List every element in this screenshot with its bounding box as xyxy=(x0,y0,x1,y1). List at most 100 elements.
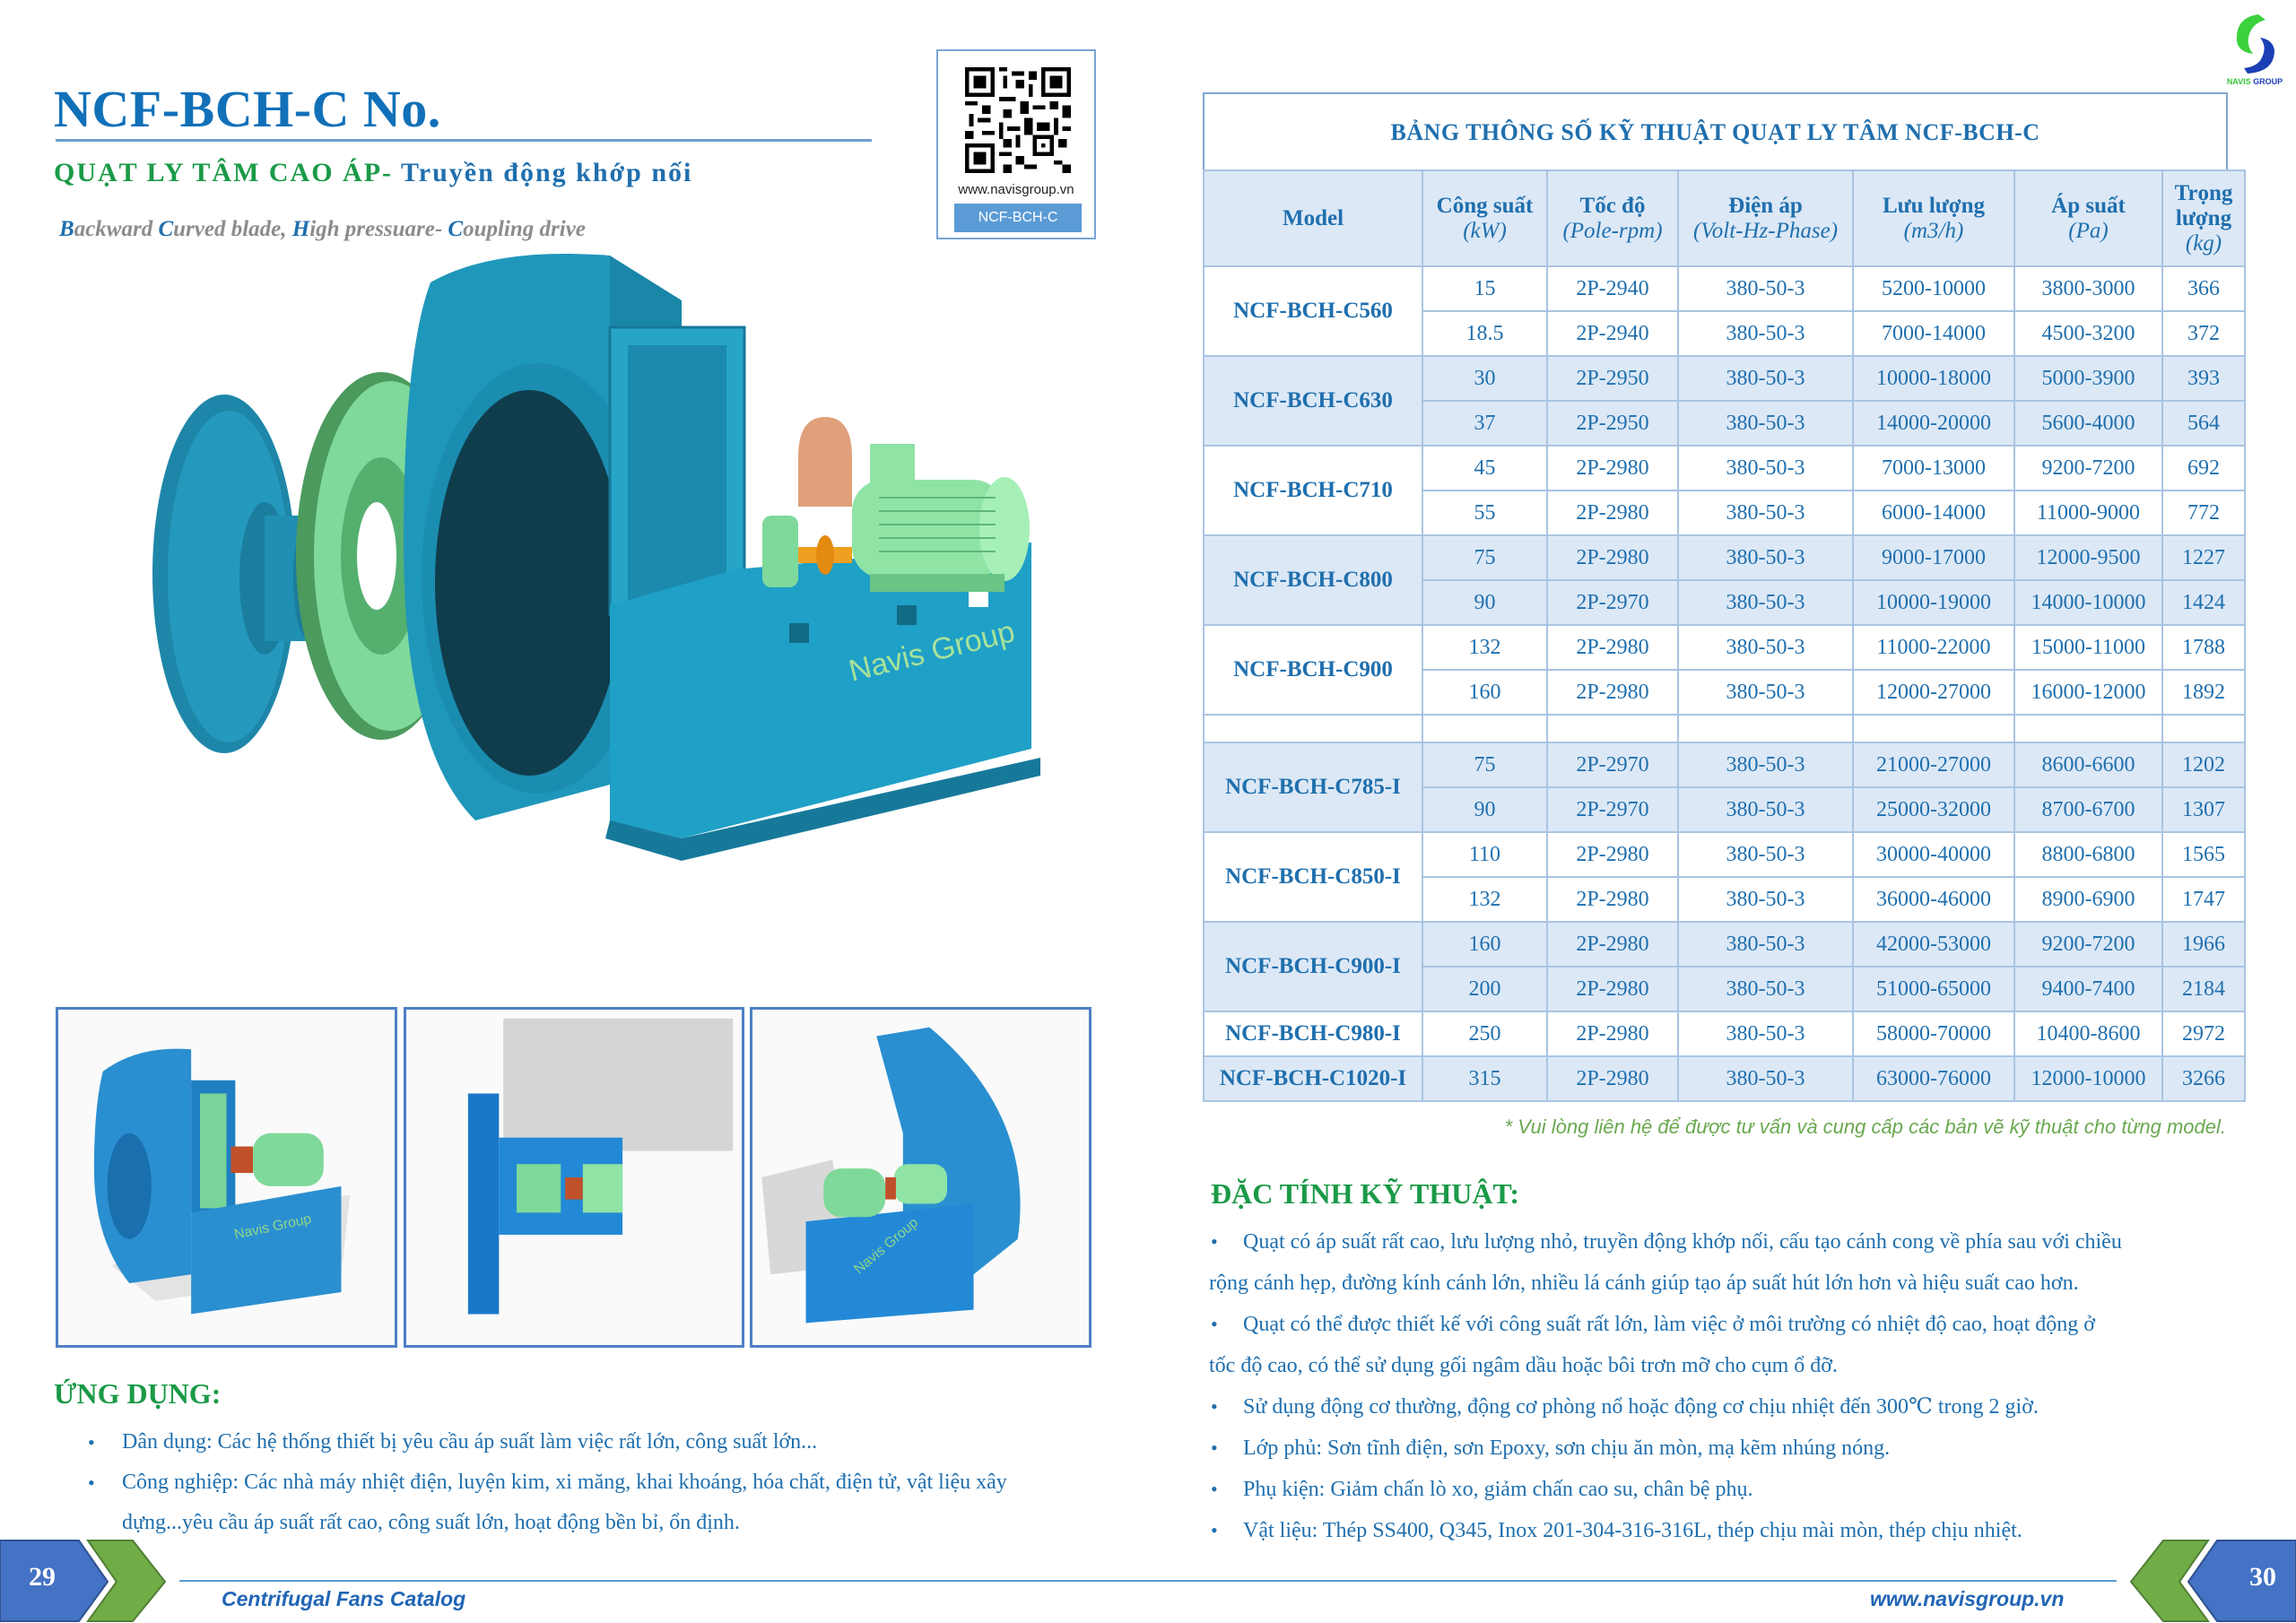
table-cell: 8900-6900 xyxy=(2013,876,2163,923)
table-cell: 90 xyxy=(1422,579,1548,626)
table-cell: 2P-2940 xyxy=(1546,310,1679,357)
en-subtitle-part: igh pressuare- xyxy=(309,217,448,241)
table-cell: 380-50-3 xyxy=(1677,265,1854,312)
table-cell: 5200-10000 xyxy=(1852,265,2015,312)
table-cell: 2P-2980 xyxy=(1546,876,1679,923)
table-cell: 1892 xyxy=(2161,669,2246,716)
page-chevron-left-icon xyxy=(2129,1540,2296,1622)
table-cell: 9200-7200 xyxy=(2013,921,2163,968)
table-cell: 2P-2980 xyxy=(1546,445,1679,491)
table-cell: 380-50-3 xyxy=(1677,966,1854,1012)
table-cell: 2184 xyxy=(2161,966,2246,1012)
product-subtitle: QUẠT LY TÂM CAO ÁP- Truyền động khớp nối xyxy=(54,158,692,188)
table-cell: 1424 xyxy=(2161,579,2246,626)
list-item: •Dân dụng: Các hệ thống thiết bị yêu cầu… xyxy=(88,1422,1091,1462)
table-cell: 393 xyxy=(2161,355,2246,402)
page-number-text: 29 xyxy=(29,1562,56,1592)
table-cell: 160 xyxy=(1422,669,1548,716)
list-item: •Lớp phủ: Sơn tĩnh điện, sơn Epoxy, sơn … xyxy=(1211,1428,2239,1469)
qr-card[interactable]: www.navisgroup.vn NCF-BCH-C xyxy=(936,49,1096,239)
spec-table-title-box: BẢNG THÔNG SỐ KỸ THUẬT QUẠT LY TÂM NCF-B… xyxy=(1203,92,2228,171)
table-cell: 372 xyxy=(2161,310,2246,357)
fan-back-view-icon: Navis Group xyxy=(761,1027,1021,1324)
qr-code-icon[interactable] xyxy=(965,67,1071,173)
table-cell: 564 xyxy=(2161,400,2246,447)
navis-group-logo[interactable]: NAVIS GROUP xyxy=(2222,9,2287,90)
table-cell: 3800-3000 xyxy=(2013,265,2163,312)
table-cell: 42000-53000 xyxy=(1852,921,2015,968)
applications-list: •Dân dụng: Các hệ thống thiết bị yêu cầu… xyxy=(88,1422,1091,1543)
feature-text: Sử dụng động cơ thường, động cơ phòng nổ… xyxy=(1243,1395,2039,1419)
thumbnail-front-view[interactable]: Navis Group xyxy=(56,1007,397,1348)
table-cell: 11000-22000 xyxy=(1852,624,2015,671)
table-cell: 380-50-3 xyxy=(1677,579,1854,626)
page-number-right: 30 xyxy=(2126,1535,2296,1623)
list-item: •Công nghiệp: Các nhà máy nhiệt điện, lu… xyxy=(88,1462,1091,1543)
table-cell: 63000-76000 xyxy=(1852,1055,2015,1102)
spec-table-title: BẢNG THÔNG SỐ KỸ THUẬT QUẠT LY TÂM NCF-B… xyxy=(1390,119,2040,145)
feature-text: Phụ kiện: Giảm chấn lò xo, giảm chấn cao… xyxy=(1243,1478,1753,1501)
table-cell: 36000-46000 xyxy=(1852,876,2015,923)
table-cell: 11000-9000 xyxy=(2013,490,2163,536)
table-cell: 55 xyxy=(1422,490,1548,536)
table-cell: 2P-2980 xyxy=(1546,534,1679,581)
model-cell: NCF-BCH-C630 xyxy=(1203,355,1423,447)
thumbnail-back-view[interactable]: Navis Group xyxy=(750,1007,1091,1348)
catalog-name: Centrifugal Fans Catalog xyxy=(222,1587,466,1610)
list-item: •Vật liệu: Thép SS400, Q345, Inox 201-30… xyxy=(1211,1510,2239,1551)
table-cell: 315 xyxy=(1422,1055,1548,1102)
model-cell: NCF-BCH-C850-I xyxy=(1203,831,1423,923)
table-cell xyxy=(1677,714,1854,743)
bullet-icon: • xyxy=(1211,1478,1218,1500)
feature-text: Quạt có áp suất rất cao, lưu lượng nhỏ, … xyxy=(1243,1230,2122,1254)
table-cell: 2P-2970 xyxy=(1546,579,1679,626)
tech-features-heading: ĐẶC TÍNH KỸ THUẬT: xyxy=(1211,1177,1520,1210)
table-cell xyxy=(1422,714,1548,743)
table-cell xyxy=(1852,714,2015,743)
en-subtitle-part: H xyxy=(291,217,310,241)
footer-divider xyxy=(179,1580,2117,1582)
model-cell: NCF-BCH-C980-I xyxy=(1203,1011,1423,1057)
table-cell: 12000-10000 xyxy=(2013,1055,2163,1102)
column-header-pressure: Áp suất(Pa) xyxy=(2013,169,2163,267)
model-cell: NCF-BCH-C785-I xyxy=(1203,742,1423,833)
website-link[interactable]: www.navisgroup.vn xyxy=(1870,1587,2065,1610)
table-cell: 380-50-3 xyxy=(1677,669,1854,716)
table-cell: 14000-20000 xyxy=(1852,400,2015,447)
table-cell: 51000-65000 xyxy=(1852,966,2015,1012)
fan-exploded-illustration: Navis Group xyxy=(152,254,1040,861)
table-cell xyxy=(2013,714,2163,743)
bullet-icon: • xyxy=(88,1431,95,1454)
coupling-icon xyxy=(762,516,852,587)
table-cell: 18.5 xyxy=(1422,310,1548,357)
table-cell: 8700-6700 xyxy=(2013,786,2163,833)
bullet-icon: • xyxy=(1211,1436,1218,1459)
table-cell: 1747 xyxy=(2161,876,2246,923)
table-spacer-row xyxy=(1203,714,2246,743)
table-cell: 12000-27000 xyxy=(1852,669,2015,716)
table-cell: 9200-7200 xyxy=(2013,445,2163,491)
table-cell: 9000-17000 xyxy=(1852,534,2015,581)
table-cell: 16000-12000 xyxy=(2013,669,2163,716)
model-cell: NCF-BCH-C900 xyxy=(1203,624,1423,716)
table-cell: 1966 xyxy=(2161,921,2246,968)
table-cell: 2P-2940 xyxy=(1546,265,1679,312)
table-cell: 380-50-3 xyxy=(1677,1055,1854,1102)
model-cell: NCF-BCH-C710 xyxy=(1203,445,1423,536)
table-cell: 2P-2950 xyxy=(1546,355,1679,402)
table-cell: 2P-2970 xyxy=(1546,742,1679,788)
list-item: •Sử dụng động cơ thường, động cơ phòng n… xyxy=(1211,1386,2239,1428)
thumbnail-top-view[interactable] xyxy=(404,1007,744,1348)
table-cell: 8800-6800 xyxy=(2013,831,2163,878)
feature-text-continued: tốc độ cao, có thể sử dụng gối ngâm dầu … xyxy=(1209,1354,1838,1377)
bullet-icon: • xyxy=(1211,1313,1218,1335)
column-header-airflow: Lưu lượng(m3/h) xyxy=(1852,169,2015,267)
